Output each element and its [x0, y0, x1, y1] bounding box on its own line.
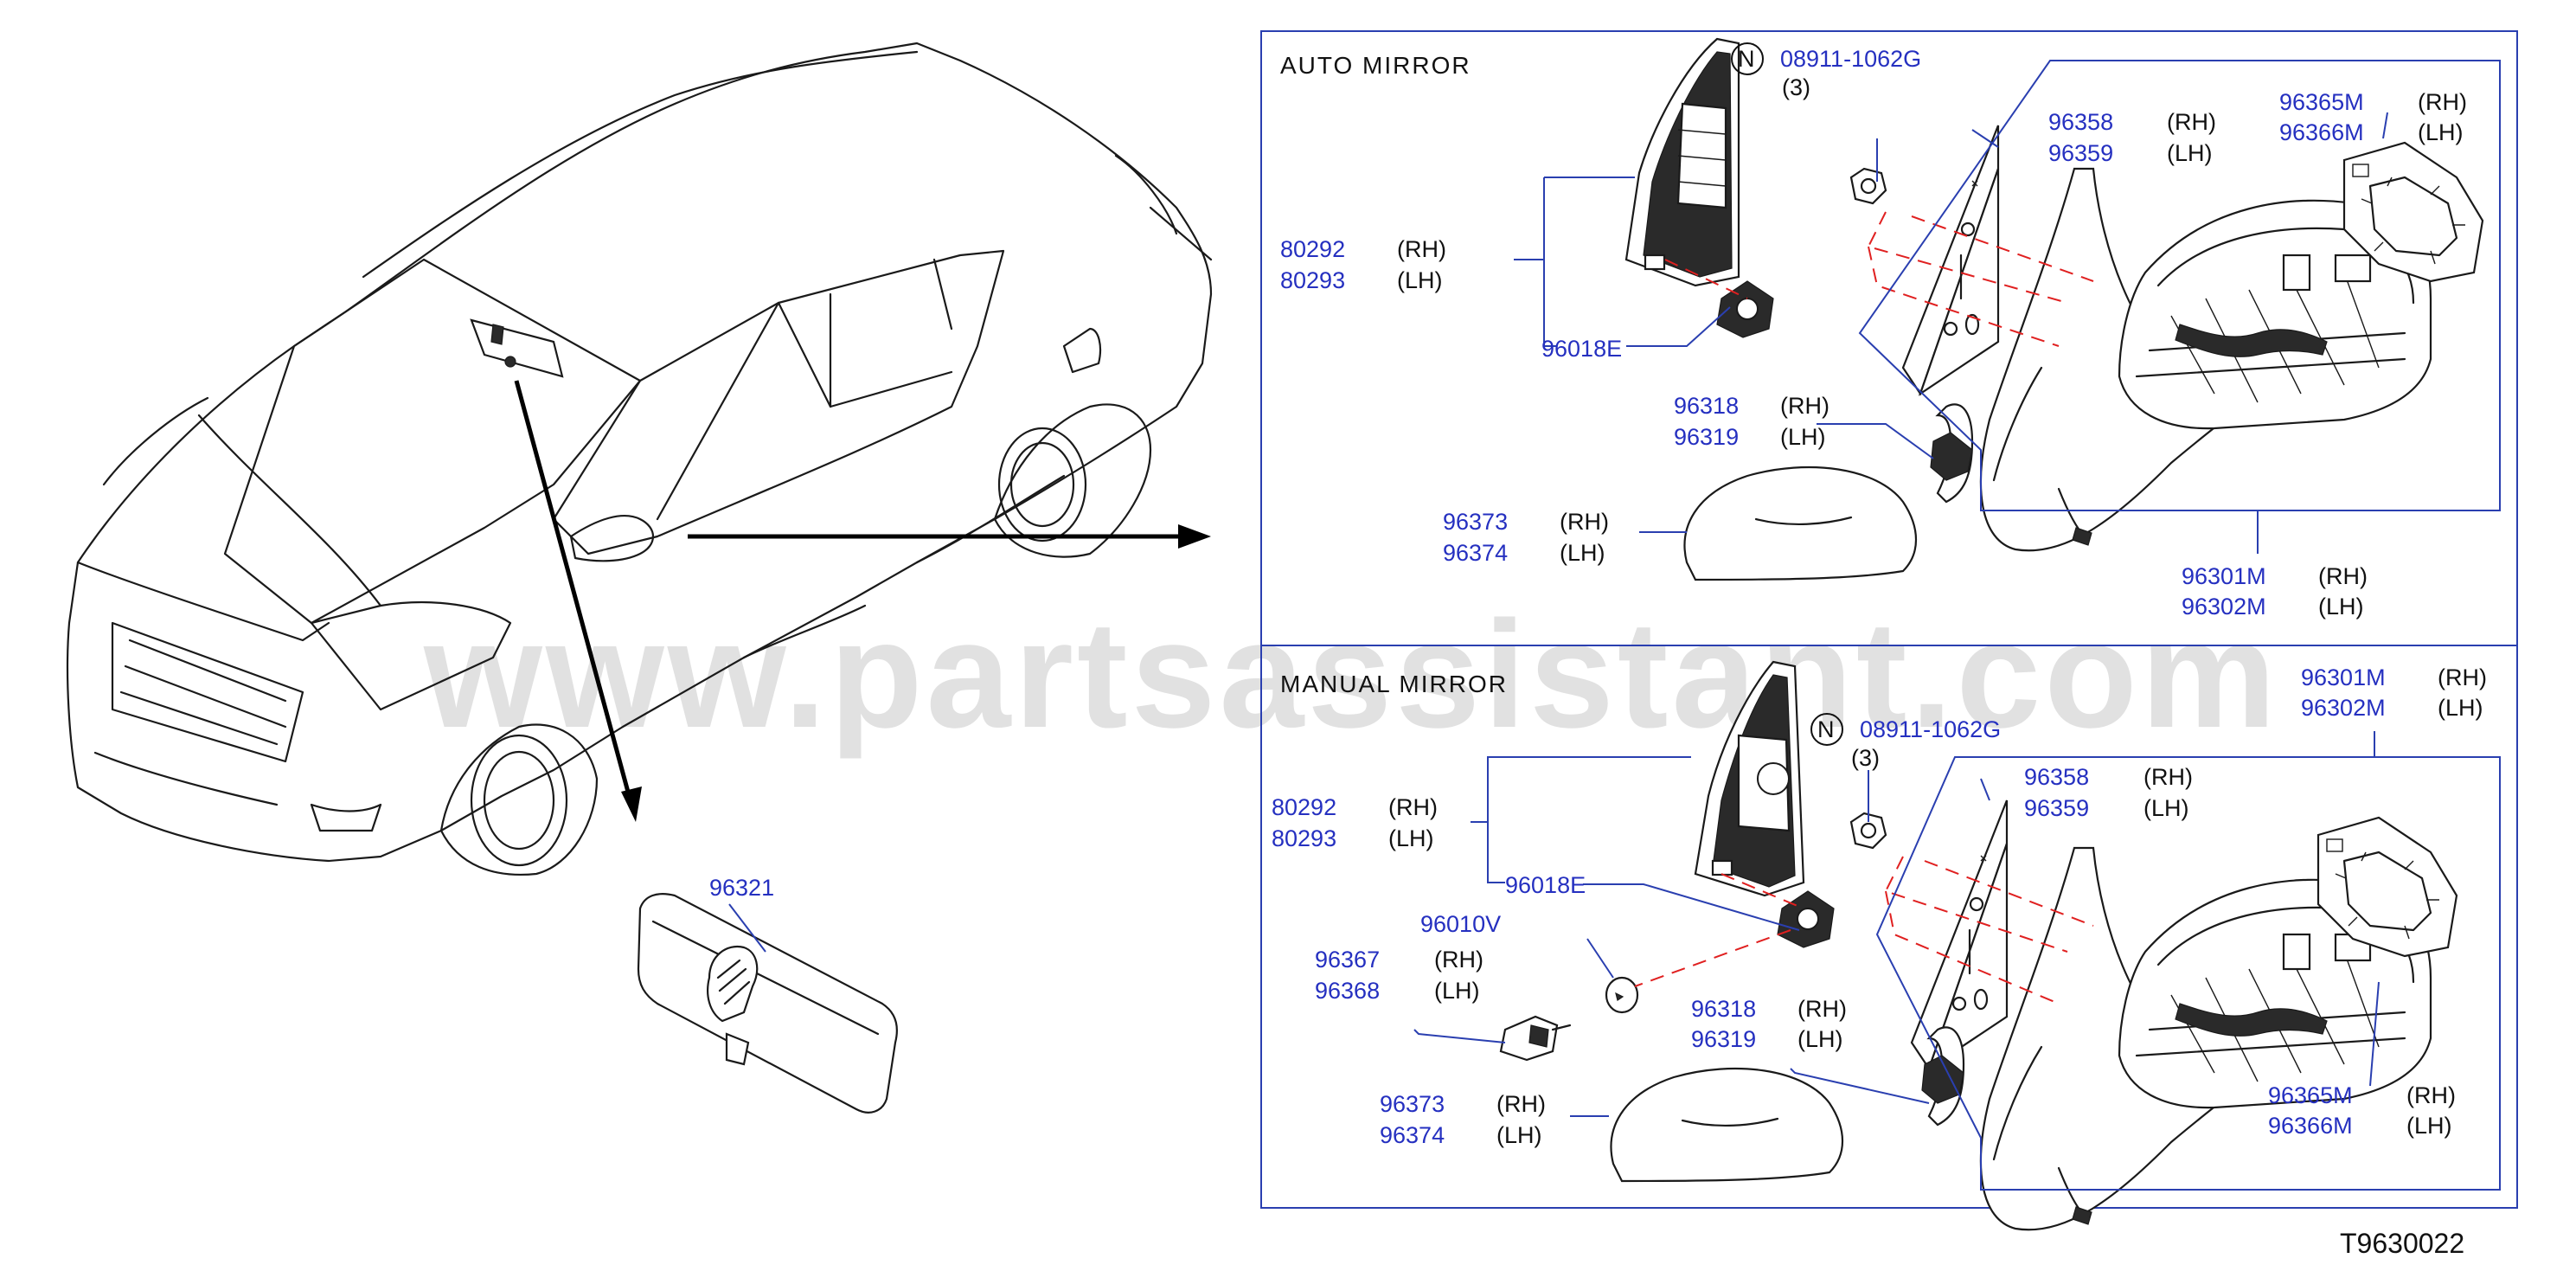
- auto-part-96374-side: (LH): [1560, 540, 1605, 566]
- manual-part-80292: 80292: [1272, 794, 1336, 820]
- auto-part-96373: 96373: [1443, 509, 1508, 535]
- manual-part-96373-side: (RH): [1496, 1091, 1546, 1117]
- manual-part-80292-side: (RH): [1388, 794, 1438, 820]
- manual-part-80293-side: (LH): [1388, 825, 1434, 851]
- manual-part-96366m: 96366M: [2268, 1113, 2353, 1139]
- auto-part-96366m-side: (LH): [2418, 119, 2464, 145]
- manual-part-96368: 96368: [1315, 978, 1380, 1004]
- manual-part-96301m: 96301M: [2301, 664, 2386, 690]
- manual-part-96010v: 96010V: [1420, 911, 1501, 937]
- auto-part-80293-side: (LH): [1397, 267, 1443, 293]
- auto-mirror-section: AUTO MIRROR: [1260, 30, 2518, 646]
- auto-part-96318: 96318: [1674, 393, 1739, 419]
- auto-bolt-part: 08911-1062G: [1780, 46, 1921, 72]
- auto-part-80292-side: (RH): [1397, 236, 1446, 262]
- manual-part-96318-side: (RH): [1797, 996, 1847, 1022]
- auto-n-symbol: N: [1738, 46, 1755, 72]
- auto-part-96365m: 96365M: [2279, 89, 2364, 115]
- pointer-arrows: [514, 380, 1211, 822]
- manual-part-96318: 96318: [1691, 996, 1756, 1022]
- watermark: www.partsassistant.com: [423, 590, 2279, 760]
- manual-part-96359-side: (LH): [2143, 795, 2189, 821]
- part-96321-label: 96321: [709, 875, 774, 901]
- manual-part-80293: 80293: [1272, 825, 1336, 851]
- auto-mirror-title: AUTO MIRROR: [1280, 52, 1471, 79]
- manual-part-96365m: 96365M: [2268, 1082, 2353, 1108]
- manual-bolt-qty: (3): [1851, 745, 1880, 771]
- auto-part-96301m: 96301M: [2182, 563, 2266, 589]
- manual-part-96367: 96367: [1315, 947, 1380, 973]
- manual-part-96302m-side: (LH): [2438, 695, 2483, 721]
- auto-part-96301m-side: (RH): [2318, 563, 2368, 589]
- manual-mirror-section: MANUAL MIRROR: [1260, 645, 2518, 1231]
- auto-part-80293: 80293: [1280, 267, 1345, 293]
- manual-part-96374-side: (LH): [1496, 1122, 1542, 1148]
- manual-part-96368-side: (LH): [1434, 978, 1480, 1004]
- manual-part-96374: 96374: [1380, 1122, 1445, 1148]
- auto-bolt-qty: (3): [1782, 74, 1810, 100]
- auto-part-96319-side: (LH): [1780, 424, 1826, 450]
- manual-part-96358: 96358: [2024, 764, 2089, 790]
- manual-part-96301m-side: (RH): [2438, 664, 2487, 690]
- manual-part-96319-side: (LH): [1797, 1026, 1843, 1052]
- auto-part-96374: 96374: [1443, 540, 1508, 566]
- diagram-code: T9630022: [2340, 1228, 2464, 1259]
- auto-part-96018e: 96018E: [1541, 336, 1622, 362]
- manual-bolt-part: 08911-1062G: [1860, 716, 2001, 742]
- manual-part-96302m: 96302M: [2301, 695, 2386, 721]
- manual-part-96365m-side: (RH): [2406, 1082, 2456, 1108]
- manual-part-96373: 96373: [1380, 1091, 1445, 1117]
- manual-part-96319: 96319: [1691, 1026, 1756, 1052]
- inner-rearview-mirror: 96321: [637, 875, 898, 1114]
- auto-part-96359-side: (LH): [2167, 140, 2213, 166]
- auto-part-96359: 96359: [2048, 140, 2113, 166]
- manual-n-symbol: N: [1817, 716, 1835, 742]
- manual-part-96366m-side: (LH): [2406, 1113, 2452, 1139]
- auto-part-96302m-side: (LH): [2318, 594, 2364, 620]
- auto-part-96318-side: (RH): [1780, 393, 1829, 419]
- manual-part-96359: 96359: [2024, 795, 2089, 821]
- auto-part-96358: 96358: [2048, 109, 2113, 135]
- auto-part-96302m: 96302M: [2182, 594, 2266, 620]
- manual-part-96358-side: (RH): [2143, 764, 2193, 790]
- manual-part-96367-side: (RH): [1434, 947, 1483, 973]
- manual-mirror-title: MANUAL MIRROR: [1280, 671, 1508, 697]
- auto-part-80292: 80292: [1280, 236, 1345, 262]
- manual-part-96018e: 96018E: [1505, 872, 1586, 898]
- auto-part-96358-side: (RH): [2167, 109, 2216, 135]
- auto-part-96319: 96319: [1674, 424, 1739, 450]
- auto-part-96373-side: (RH): [1560, 509, 1609, 535]
- auto-part-96366m: 96366M: [2279, 119, 2364, 145]
- car-illustration: [66, 42, 1213, 876]
- auto-part-96365m-side: (RH): [2418, 89, 2467, 115]
- manual-mirror-frame: [1260, 645, 2518, 1209]
